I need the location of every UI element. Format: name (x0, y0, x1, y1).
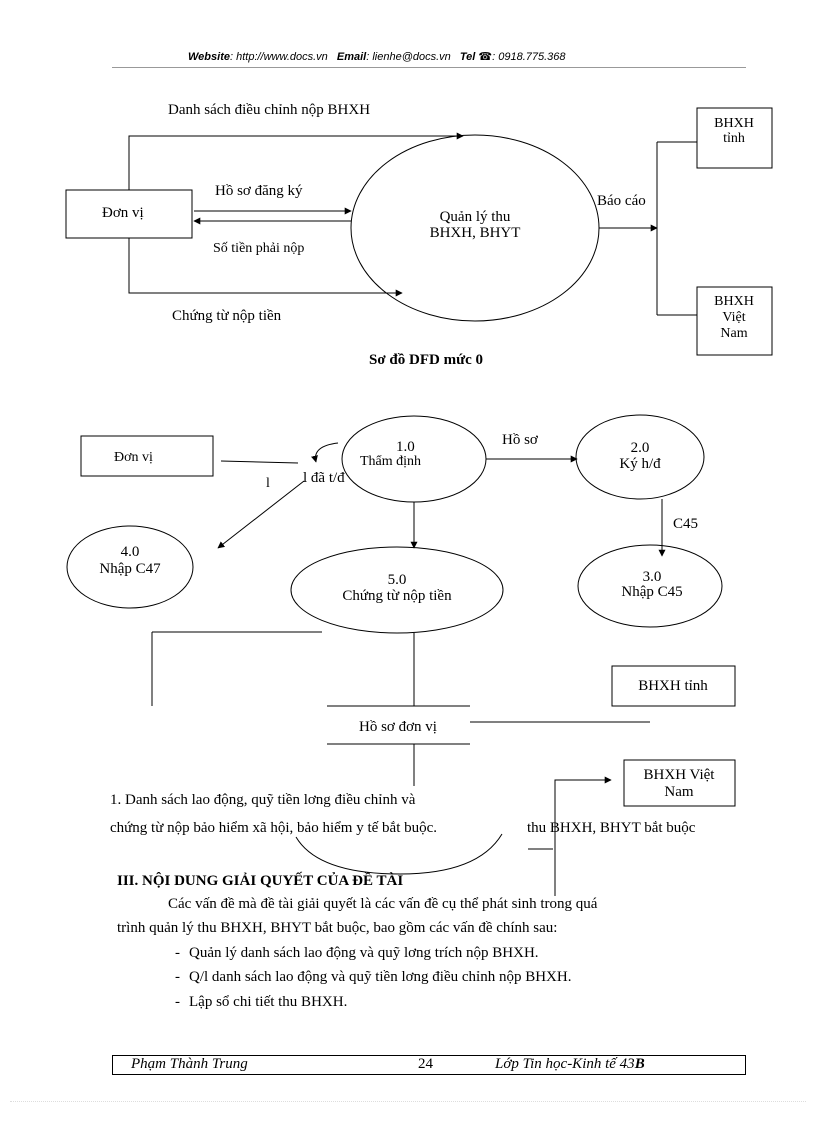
bhxh-vn-line-3: Nam (720, 326, 747, 341)
l1-bhxh-tinh-label: BHXH tỉnh (638, 678, 708, 694)
process-3-nhap-c45 (577, 544, 723, 628)
footer-page-number: 24 (418, 1056, 433, 1072)
p1-loop-arrow (311, 442, 339, 463)
entity-bhxh-tinh-box (696, 107, 773, 169)
p5-name: Chứng từ nộp tiền (342, 588, 452, 604)
store-hoso-label: Hồ sơ đơn vị (359, 719, 437, 735)
process-line-2: BHXH, BHYT (430, 225, 521, 241)
section-para-line-2: trình quản lý thu BHXH, BHYT bắt buộc, b… (117, 920, 557, 936)
email-label: Email (336, 51, 367, 63)
overlay-line-1: 1. Danh sách lao động, quỹ tiền lơng điề… (110, 792, 416, 808)
flow-amount-label: Số tiền phải nộp (213, 241, 304, 256)
flow-hoso-label: Hồ sơ (502, 432, 539, 448)
tel-value: : 0918.775.368 (492, 51, 566, 63)
bullet-mark-3: - (175, 994, 180, 1010)
process-line-1: Quản lý thu (440, 209, 511, 225)
bhxh-tinh-line-2: tỉnh (723, 131, 745, 146)
p1-overlay: l đã t/đ (303, 470, 345, 486)
p1-num: 1.0 (396, 439, 415, 455)
l1-bhxh-vn-line-1: BHXH Việt (644, 767, 716, 783)
section-heading: III. NỘI DUNG GIẢI QUYẾT CỦA ĐỀ TÀI (117, 872, 403, 889)
p3-name: Nhập C45 (621, 584, 682, 600)
page-footer: Phạm Thành Trung 24 Lớp Tin học-Kinh tế … (112, 1055, 746, 1075)
l1-unit-label: Đơn vị (114, 450, 153, 465)
p1-name: Thẩm định (360, 454, 421, 469)
bullet-item-3: Lập sổ chi tiết thu BHXH. (189, 994, 347, 1010)
stray-l: l (266, 476, 270, 491)
header-rule (112, 67, 746, 68)
dfd0-caption: Sơ đồ DFD mức 0 (369, 352, 483, 368)
entity-unit-label: Đơn vị (102, 205, 144, 221)
p3-num: 3.0 (643, 569, 662, 585)
flow-p1-to-p4 (217, 480, 305, 549)
page-header: Website: http://www.docs.vn Email: lienh… (188, 50, 566, 63)
p2-name: Ký h/đ (619, 456, 661, 472)
flow-report-label: Báo cáo (597, 193, 646, 209)
entity-bhxh-vn-box (696, 286, 773, 356)
p4-name: Nhập C47 (99, 561, 161, 577)
footer-class-suffix: B (634, 1056, 645, 1072)
l1-bhxh-vn-line-2: Nam (664, 784, 693, 800)
bullet-item-2: Q/l danh sách lao động và quỹ tiền lơng … (189, 969, 571, 985)
flow-register-label: Hồ sơ đăng ký (215, 183, 303, 199)
entity-unit-box-l1 (80, 435, 214, 477)
bhxh-vn-line-1: BHXH (714, 294, 754, 309)
process-5-chung-tu (290, 546, 504, 634)
tel-label: Tel (459, 51, 476, 63)
p2-num: 2.0 (631, 440, 650, 456)
flow-receipt-line (128, 238, 403, 297)
obscured-ellipse-arc (295, 833, 503, 875)
bullet-mark-2: - (175, 969, 180, 985)
footer-class: Lớp Tin học-Kinh tế 43B (495, 1056, 645, 1073)
flow-unit-to-p1 (220, 460, 299, 464)
email-value: : lienhe@docs.vn (366, 51, 451, 63)
website-label: Website (188, 51, 230, 63)
section-para-line-1: Các vấn đề mà đề tài giải quyết là các v… (168, 896, 598, 912)
website-value: : http://www.docs.vn (229, 51, 328, 63)
p5-num: 5.0 (388, 572, 407, 588)
page-bottom-border (10, 1101, 806, 1102)
footer-class-prefix: Lớp Tin học-Kinh tế 43 (495, 1056, 635, 1072)
dfd-level-1 (66, 414, 736, 896)
flow-receipt-label: Chứng từ nộp tiền (172, 308, 282, 324)
footer-author: Phạm Thành Trung (131, 1056, 248, 1072)
flow-to-bhxh-vn (554, 776, 612, 896)
overlay-line-2: chứng từ nộp bảo hiểm xã hội, bảo hiểm y… (110, 820, 437, 836)
phone-icon: ☎ (475, 51, 493, 63)
bullet-mark-1: - (175, 945, 180, 961)
process-4-nhap-c47 (66, 525, 194, 609)
bhxh-vn-line-2: Việt (722, 310, 745, 325)
flow-top-line (128, 132, 464, 190)
dfd-level-0 (65, 107, 773, 356)
process-2-ky-hd (575, 414, 705, 500)
overlay-right-fragment: thu BHXH, BHYT bắt buộc (527, 820, 696, 836)
bullet-item-1: Quản lý danh sách lao động và quỹ lơng t… (189, 945, 539, 961)
p4-num: 4.0 (121, 544, 140, 560)
bhxh-tinh-line-1: BHXH (714, 116, 754, 131)
flow-top-label: Danh sách điều chỉnh nộp BHXH (168, 102, 370, 118)
flow-c45-label: C45 (673, 516, 698, 532)
entity-bhxh-tinh-box-l1 (611, 665, 736, 707)
entity-bhxh-vn-box-l1 (623, 759, 736, 807)
